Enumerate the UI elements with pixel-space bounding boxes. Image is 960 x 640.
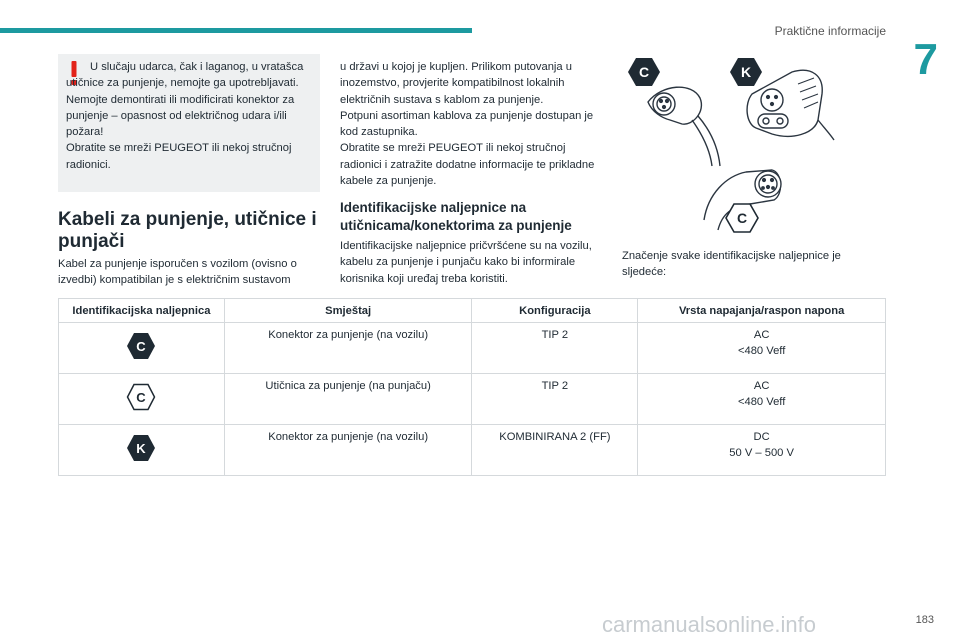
power-cell: AC <480 Veff (637, 373, 886, 425)
subsection-heading: Identifikacijske naljepnice na utičnicam… (340, 200, 572, 233)
illustration-caption: Značenje svake identifikacijske naljepni… (622, 250, 841, 279)
badge-cell: C (58, 373, 225, 425)
svg-text:C: C (137, 390, 147, 405)
watermark: carmanualsonline.info (602, 612, 817, 637)
badge-c-outline: C (725, 203, 759, 233)
label-table: Identifikacijska naljepnica Smještaj Kon… (58, 298, 886, 476)
section-continuation: u državi u kojoj je kupljen. Prilikom pu… (340, 61, 572, 106)
badge-c-filled: C (628, 58, 660, 86)
svg-text:K: K (741, 64, 751, 80)
config-cell: KOMBINIRANA 2 (FF) (471, 424, 639, 476)
connector-illustration: C K C (628, 58, 835, 233)
section-heading: Kabeli za punjenje, utičnice i punjači (58, 209, 317, 252)
subsection-text: Identifikacijske naljepnice pričvršćene … (340, 240, 592, 285)
badge-cell: C (58, 322, 225, 374)
table-row: K Konektor za punjenje (na vozilu) KOMBI… (58, 424, 886, 476)
voltage-range: 50 V – 500 V (729, 447, 794, 459)
table-header-row: Identifikacijska naljepnica Smještaj Kon… (58, 298, 886, 323)
section-intro: Kabel za punjenje isporučen s vozilom (o… (58, 258, 297, 287)
type2-connector-drawing (647, 86, 721, 167)
warning-line-impact: U slučaju udarca, čak i laganog, u vrata… (66, 61, 304, 90)
badge-cell: K (58, 424, 225, 476)
voltage-range: <480 Veff (737, 396, 786, 408)
warning-line-contact: Obratite se mreži PEUGEOT ili nekoj stru… (66, 142, 292, 171)
chapter-number: 7 (913, 35, 938, 84)
location-cell: Konektor za punjenje (na vozilu) (223, 424, 473, 476)
column-header: Vrsta napajanja/raspon napona (637, 298, 886, 323)
power-cell: DC 50 V – 500 V (637, 424, 886, 476)
table-row: C Konektor za punjenje (na vozilu) TIP 2… (58, 322, 886, 374)
exclamation-icon (71, 61, 77, 85)
power-cell: AC <480 Veff (637, 322, 886, 374)
column-two-text: u državi u kojoj je kupljen. Prilikom pu… (340, 59, 606, 189)
badge-c-filled-icon: C (127, 332, 156, 359)
power-type: AC (753, 380, 770, 392)
ccs-connector-drawing (746, 69, 835, 141)
section-contact: Obratite se mreži PEUGEOT ili nekoj stru… (340, 142, 595, 188)
svg-text:C: C (737, 210, 747, 226)
header-accent-bar (0, 28, 472, 33)
column-header: Konfiguracija (471, 298, 639, 323)
section-assortment: Potpuni asortiman kablova za punjenje do… (340, 109, 594, 139)
voltage-range: <480 Veff (737, 345, 786, 357)
config-cell: TIP 2 (471, 373, 639, 425)
warning-line-modify: Nemojte demontirati ili modificirati kon… (66, 93, 295, 139)
svg-text:K: K (137, 441, 147, 456)
location-cell: Konektor za punjenje (na vozilu) (223, 322, 473, 374)
warning-box: U slučaju udarca, čak i laganog, u vrata… (58, 54, 320, 192)
config-cell: TIP 2 (471, 322, 639, 374)
column-header: Identifikacijska naljepnica (58, 298, 225, 323)
location-cell: Utičnica za punjenje (na punjaču) (223, 373, 473, 425)
warning-text: U slučaju udarca, čak i laganog, u vrata… (66, 59, 316, 173)
svg-text:C: C (639, 64, 649, 80)
power-type: DC (753, 431, 770, 443)
power-type: AC (753, 329, 770, 341)
column-header: Smještaj (223, 298, 473, 323)
badge-c-outline-icon: C (127, 383, 156, 410)
svg-text:C: C (137, 339, 147, 354)
badge-k-filled: K (730, 58, 762, 86)
type2-socket-drawing (703, 169, 782, 231)
page-number: 183 (915, 614, 934, 626)
table-row: C Utičnica za punjenje (na punjaču) TIP … (58, 373, 886, 425)
badge-k-filled-icon: K (127, 434, 156, 461)
header-title: Praktične informacije (774, 24, 886, 38)
